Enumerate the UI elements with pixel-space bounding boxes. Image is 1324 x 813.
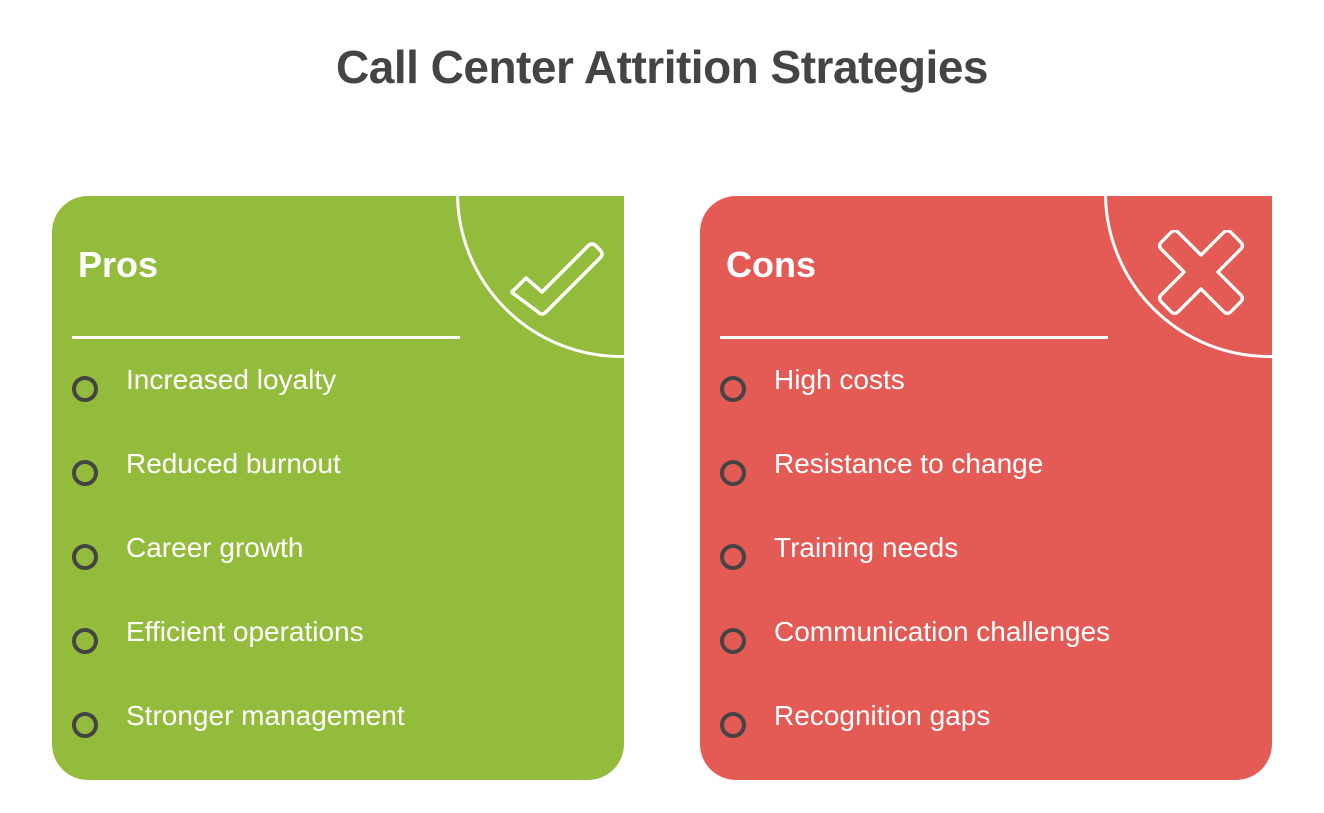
divider [72,336,460,339]
circle-bullet-icon [720,712,746,738]
pros-card: Pros Increased loyalty Reduced burnout C… [52,196,624,780]
circle-bullet-icon [720,460,746,486]
circle-bullet-icon [72,628,98,654]
cons-card: Cons High costs Resistance to change Tra… [700,196,1272,780]
circle-bullet-icon [720,628,746,654]
circle-bullet-icon [720,376,746,402]
circle-bullet-icon [72,712,98,738]
circle-bullet-icon [72,376,98,402]
circle-bullet-icon [720,544,746,570]
checkmark-icon [510,242,604,316]
circle-bullet-icon [72,544,98,570]
divider [720,336,1108,339]
circle-bullet-icon [72,460,98,486]
page-title: Call Center Attrition Strategies [336,41,988,93]
cons-heading: Cons [726,244,816,285]
x-mark-icon [1158,230,1244,315]
pros-heading: Pros [78,244,159,285]
